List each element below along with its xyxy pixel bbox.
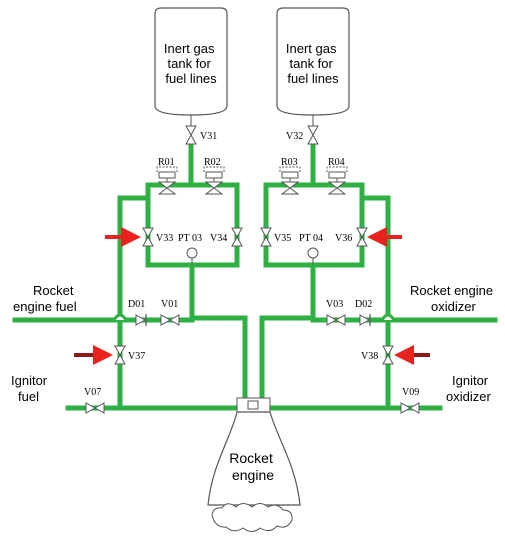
pipe-crossover-left bbox=[112, 313, 128, 321]
inert-gas-tank-right: Inert gas tank for fuel lines bbox=[276, 7, 350, 116]
regulator-r03[interactable]: R03 bbox=[279, 157, 301, 195]
tank-right-line-3: fuel lines bbox=[287, 71, 339, 86]
ignitor-fuel-label: Ignitor fuel bbox=[11, 373, 51, 404]
valve-v01-label: V01 bbox=[161, 299, 178, 310]
valve-v32-label: V32 bbox=[286, 131, 303, 142]
check-valve-d02-label: D02 bbox=[355, 299, 372, 310]
engine-label-line-2: engine bbox=[232, 467, 274, 483]
valve-v34-label: V34 bbox=[210, 233, 227, 244]
valve-v35[interactable]: V35 bbox=[260, 227, 291, 247]
valve-v01[interactable]: V01 bbox=[160, 299, 180, 326]
valve-v38[interactable]: V38 bbox=[361, 345, 394, 365]
ignitor-oxidizer-label: Ignitor oxidizer bbox=[446, 373, 492, 404]
valve-v07-label: V07 bbox=[84, 387, 101, 398]
inert-gas-tank-left: Inert gas tank for fuel lines bbox=[154, 7, 228, 116]
pressure-sensor-pt03-label: PT 03 bbox=[178, 233, 202, 244]
pipe-crossover-right bbox=[380, 313, 396, 321]
valve-v31-label: V31 bbox=[200, 131, 217, 142]
check-valve-d01[interactable]: D01 bbox=[128, 299, 147, 327]
tank-left-line-1: Inert gas bbox=[164, 41, 215, 56]
rocket-engine-fuel-label: Rocket engine fuel bbox=[13, 283, 77, 314]
rocket-engine: Rocket engine bbox=[207, 397, 301, 532]
valve-v09[interactable]: V09 bbox=[400, 387, 420, 414]
valve-v09-label: V09 bbox=[402, 387, 419, 398]
tank-left-line-2: tank for bbox=[168, 56, 212, 71]
tank-right-line-1: Inert gas bbox=[286, 41, 337, 56]
valve-v33-label: V33 bbox=[156, 233, 173, 244]
valve-v36-label: V36 bbox=[335, 233, 352, 244]
regulator-r02[interactable]: R02 bbox=[203, 157, 225, 195]
pressure-sensor-pt03: PT 03 bbox=[178, 233, 202, 259]
regulator-r02-label: R02 bbox=[204, 157, 221, 168]
rocket-engine-oxidizer-label: Rocket engine oxidizer bbox=[410, 283, 497, 314]
pipe-network bbox=[12, 140, 498, 411]
regulator-r01-label: R01 bbox=[158, 157, 175, 168]
valve-v35-label: V35 bbox=[274, 233, 291, 244]
svg-text:Inert gas tank for: Inert gas tank for fuel lines bbox=[164, 41, 218, 86]
tank-left-line-3: fuel lines bbox=[165, 71, 217, 86]
svg-text:Inert gas tank for: Inert gas tank for fuel lines bbox=[286, 41, 340, 86]
tank-right-line-2: tank for bbox=[290, 56, 334, 71]
svg-text:Rocket engine: Rocket engine bbox=[229, 450, 276, 483]
regulator-r04-label: R04 bbox=[328, 157, 345, 168]
valve-v38-label: V38 bbox=[361, 351, 378, 362]
valve-v33[interactable]: V33 bbox=[142, 227, 173, 247]
pressure-sensor-pt04: PT 04 bbox=[299, 233, 323, 259]
valve-v03-label: V03 bbox=[326, 299, 343, 310]
valve-v32[interactable]: V32 bbox=[286, 125, 319, 145]
valve-v34[interactable]: V34 bbox=[210, 227, 243, 247]
pressure-sensor-pt04-label: PT 04 bbox=[299, 233, 323, 244]
regulator-r03-label: R03 bbox=[281, 157, 298, 168]
engine-label-line-1: Rocket bbox=[229, 450, 273, 466]
regulator-r01[interactable]: R01 bbox=[156, 157, 178, 195]
valve-v31[interactable]: V31 bbox=[185, 125, 217, 145]
check-valve-d01-label: D01 bbox=[128, 299, 145, 310]
valve-v37[interactable]: V37 bbox=[114, 345, 145, 365]
valve-v36[interactable]: V36 bbox=[335, 227, 368, 247]
valve-v07[interactable]: V07 bbox=[84, 387, 105, 414]
valve-v37-label: V37 bbox=[128, 351, 145, 362]
check-valve-d02[interactable]: D02 bbox=[355, 299, 372, 327]
regulator-r04[interactable]: R04 bbox=[326, 157, 348, 195]
valve-v03[interactable]: V03 bbox=[326, 299, 346, 326]
